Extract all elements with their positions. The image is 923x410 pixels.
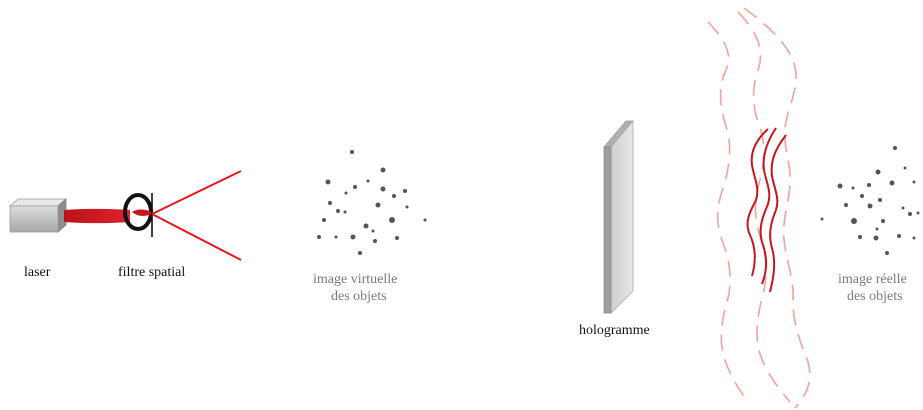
real-image-points	[820, 146, 920, 255]
diverging-beam	[151, 170, 242, 261]
virtual-image-label-line2: des objets	[331, 289, 387, 304]
hologram-plate-icon	[603, 119, 634, 314]
solid-wavefronts	[746, 127, 787, 293]
filter-label: filtre spatial	[118, 265, 185, 280]
hologram-label: hologramme	[579, 323, 650, 338]
virtual-image-label-line1: image virtuelle	[313, 272, 397, 287]
real-image-label-line2: des objets	[847, 289, 903, 304]
dashed-wavefronts	[707, 7, 811, 409]
laser-beam	[64, 208, 130, 224]
real-image-label-line1: image réelle	[838, 272, 907, 287]
laser-label: laser	[24, 265, 51, 280]
virtual-image-points	[317, 150, 427, 255]
laser-box-icon	[8, 198, 68, 233]
